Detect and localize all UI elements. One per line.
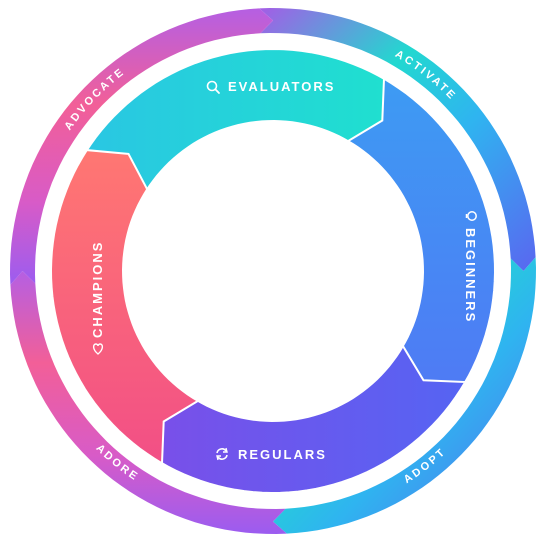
outer-ring [10, 8, 536, 534]
outer-segment-activate [259, 8, 536, 271]
lightbulb-icon [465, 211, 477, 221]
segment-text-beginners: BEGINNERS [463, 228, 478, 323]
refresh-icon [216, 447, 228, 461]
outer-segment-adopt [273, 257, 536, 534]
segment-label-regulars: REGULARS [216, 447, 327, 462]
segment-text-regulars: REGULARS [238, 447, 327, 462]
inner-segment-champions [49, 149, 200, 466]
segment-label-evaluators: EVALUATORS [206, 79, 335, 94]
outer-segment-advocate [10, 8, 273, 285]
segment-label-champions: CHAMPIONS [90, 241, 105, 355]
segment-text-evaluators: EVALUATORS [228, 79, 335, 94]
outer-segment-adore [10, 271, 287, 534]
inner-ring [49, 47, 497, 495]
heart-icon [92, 343, 104, 355]
search-icon [206, 80, 220, 94]
segment-text-champions: CHAMPIONS [90, 241, 105, 338]
segment-label-beginners: BEGINNERS [463, 211, 478, 323]
